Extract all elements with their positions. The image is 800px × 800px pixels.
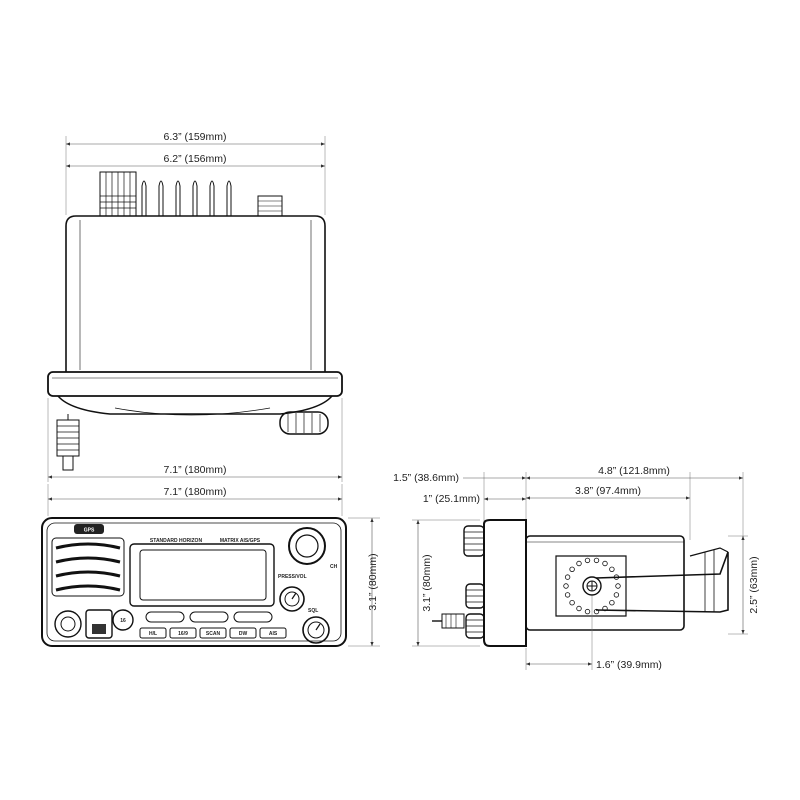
key-scan[interactable] bbox=[199, 627, 227, 639]
side-knob-squelch bbox=[465, 613, 485, 639]
antenna-connector bbox=[257, 195, 283, 217]
bracket-hole bbox=[584, 608, 591, 615]
bracket-hole bbox=[569, 566, 575, 572]
top-view: 6.3” (159mm) 6.2” (156mm) bbox=[47, 131, 343, 482]
rear-connector-multi bbox=[99, 171, 137, 217]
bracket-hole bbox=[563, 583, 569, 589]
dim-bracket-offset-label: 1.6” (39.9mm) bbox=[596, 659, 662, 671]
dim-body-depth-label: 3.8” (97.4mm) bbox=[575, 485, 641, 497]
volume-knob[interactable] bbox=[279, 586, 305, 612]
key-dw-label: DW bbox=[239, 631, 248, 637]
bracket-hole bbox=[564, 574, 571, 580]
side-knob-volume bbox=[465, 583, 485, 609]
bracket-knob bbox=[582, 576, 602, 596]
bracket-hole bbox=[593, 557, 600, 564]
lcd-bezel bbox=[129, 543, 275, 607]
dim-overall-width-label: 6.3” (159mm) bbox=[163, 131, 226, 143]
distress-cover-icon bbox=[92, 624, 106, 634]
front-view: 7.1” (180mm) GPS STANDARD HORIZON MATRIX… bbox=[41, 484, 380, 647]
side-bezel bbox=[483, 519, 527, 647]
mic-jack bbox=[54, 610, 82, 638]
mic-cable bbox=[56, 414, 80, 471]
press-vol-label: PRESS/VOL bbox=[278, 574, 307, 580]
key-hl-label: H/L bbox=[149, 631, 157, 637]
bracket-hole bbox=[613, 592, 620, 598]
key-16-9[interactable] bbox=[169, 627, 197, 639]
dim-bracket-height-label: 2.5” (63mm) bbox=[748, 556, 760, 613]
front-panel-outline bbox=[41, 517, 347, 647]
dim-side-height-label: 3.1” (80mm) bbox=[421, 554, 433, 611]
bracket-hole bbox=[602, 560, 608, 567]
bracket-hole-ring bbox=[563, 557, 621, 615]
ch-label: CH bbox=[330, 564, 338, 570]
mounting-bracket bbox=[555, 547, 729, 617]
front-bezel-top bbox=[47, 371, 343, 397]
radio-body-top bbox=[65, 215, 326, 372]
key-scan-label: SCAN bbox=[206, 631, 221, 637]
key-row: H/L 16/9 SCAN DW AIS bbox=[139, 627, 287, 639]
bracket-hole bbox=[584, 557, 591, 564]
bracket-hole bbox=[602, 605, 608, 612]
key-16-9-label: 16/9 bbox=[178, 631, 188, 637]
key-dw[interactable] bbox=[229, 627, 257, 639]
brand-text: STANDARD HORIZON bbox=[150, 538, 203, 544]
dim-total-depth-label: 4.8” (121.8mm) bbox=[598, 465, 670, 477]
speaker-grille bbox=[51, 537, 125, 597]
key-ais-label: AIS bbox=[269, 631, 278, 637]
svg-text:16: 16 bbox=[120, 618, 126, 624]
side-view: 1.5” (38.6mm) 4.8” (121.8mm) 3.8” (97.4m… bbox=[393, 465, 760, 671]
dim-bracket-width-label: 7.1” (180mm) bbox=[163, 464, 226, 476]
bracket-hole bbox=[613, 574, 620, 580]
sql-label: SQL bbox=[308, 608, 318, 614]
squelch-knob[interactable] bbox=[302, 616, 330, 644]
key-hl[interactable] bbox=[139, 627, 167, 639]
rear-wire-leads bbox=[141, 180, 232, 216]
bracket-hole bbox=[564, 592, 571, 598]
front-panel-lower-edge bbox=[57, 395, 333, 415]
channel-16-button[interactable]: 16 bbox=[112, 609, 134, 631]
dim-knob-depth-label: 1” (25.1mm) bbox=[423, 493, 480, 505]
key-ais[interactable] bbox=[259, 627, 287, 639]
dim-front-width-label: 7.1” (180mm) bbox=[163, 486, 226, 498]
bracket-hole bbox=[576, 560, 582, 567]
distress-button[interactable] bbox=[85, 609, 113, 639]
gps-label: GPS bbox=[84, 528, 95, 534]
lcd-display bbox=[139, 549, 267, 601]
dim-front-protrusion-label: 1.5” (38.6mm) bbox=[393, 472, 459, 484]
knob-top-view bbox=[279, 411, 329, 435]
bracket-hole bbox=[576, 605, 582, 612]
side-mic-plug bbox=[432, 613, 465, 629]
side-body bbox=[525, 535, 685, 631]
dim-body-width-label: 6.2” (156mm) bbox=[163, 153, 226, 165]
channel-knob[interactable] bbox=[288, 527, 326, 565]
model-text: MATRIX AIS/GPS bbox=[220, 538, 261, 544]
bracket-hole bbox=[609, 566, 615, 572]
bracket-hole bbox=[569, 600, 575, 606]
dim-front-height-label: 3.1” (80mm) bbox=[367, 553, 379, 610]
gps-badge bbox=[74, 524, 104, 534]
side-knob-channel bbox=[463, 525, 485, 557]
bracket-hole bbox=[615, 583, 621, 589]
bracket-hole bbox=[593, 608, 600, 615]
bracket-hole bbox=[609, 600, 615, 606]
soft-keys[interactable] bbox=[145, 611, 273, 623]
